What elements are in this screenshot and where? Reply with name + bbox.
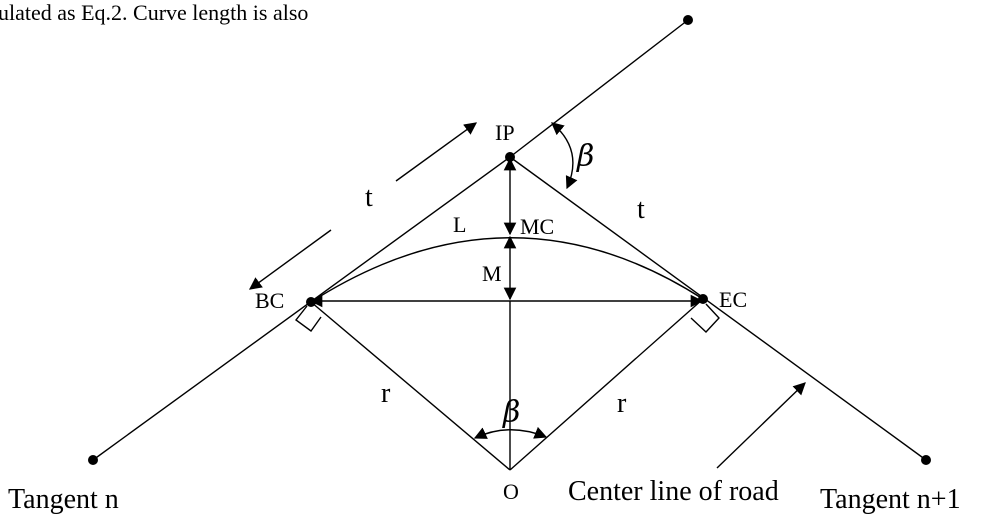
t-arrow-upper	[395, 122, 478, 182]
label-r-left: r	[381, 378, 391, 409]
beta-arc-bottom	[473, 426, 548, 439]
label-beta-bottom: β	[502, 395, 520, 430]
ec-point	[698, 294, 708, 304]
tangent-n1-end-point	[921, 455, 931, 465]
tangent-n-end-point	[88, 455, 98, 465]
label-ip: IP	[495, 120, 515, 145]
label-tangent-n: Tangent n	[8, 484, 119, 515]
beta-arc-top	[551, 122, 578, 190]
tangent-end-point-top	[683, 15, 693, 25]
label-r-right: r	[617, 388, 627, 419]
radius-left-line	[310, 301, 511, 471]
label-tangent-n1: Tangent n+1	[820, 484, 961, 515]
header-text-fragment: ulated as Eq.2. Curve length is also	[0, 0, 308, 25]
bc-point	[306, 297, 316, 307]
curve-arc	[310, 237, 704, 303]
label-beta-top: β	[576, 139, 594, 174]
label-ec: EC	[719, 287, 747, 312]
label-mc: MC	[520, 214, 554, 239]
tangent-n1-line	[509, 156, 927, 461]
label-bc: BC	[255, 288, 284, 313]
right-angle-marker-bc	[295, 305, 322, 332]
tangent-n-line	[92, 156, 511, 461]
label-o: O	[503, 479, 519, 504]
label-t-right: t	[637, 194, 645, 225]
label-m: M	[482, 261, 502, 286]
center-line-pointer	[716, 382, 806, 469]
label-t-left: t	[365, 182, 373, 213]
right-angle-marker-ec	[690, 303, 720, 333]
label-l: L	[453, 212, 466, 237]
tangent-extension-line	[509, 19, 689, 158]
radius-right-line	[509, 298, 704, 471]
label-center-line: Center line of road	[568, 476, 779, 507]
ip-point	[505, 152, 515, 162]
t-arrow-lower	[248, 229, 332, 290]
